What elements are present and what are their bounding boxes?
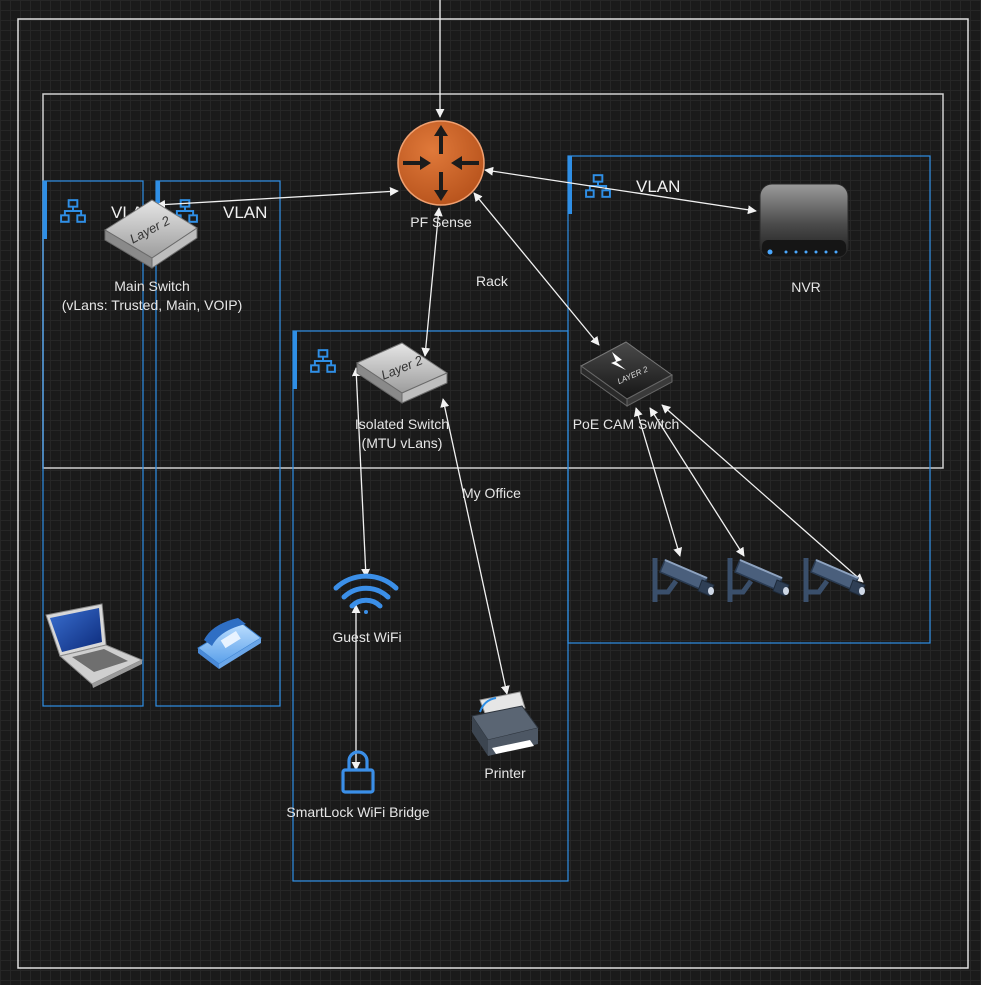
- nvr-label: NVR: [791, 279, 821, 295]
- poe-switch-label: PoE CAM Switch: [573, 416, 680, 432]
- router-icon: [397, 120, 485, 206]
- poe-cam-switch[interactable]: LAYER 2 PoE CAM Switch: [573, 341, 680, 432]
- connection-poe-camera-3: [661, 404, 864, 583]
- switch-icon: Layer 2: [104, 199, 198, 269]
- vlan-label: VLAN: [223, 203, 267, 222]
- isolated-switch-label: Isolated Switch: [355, 416, 449, 432]
- connection-pfsense-isolated-switch: [421, 207, 443, 357]
- printer-device[interactable]: Printer: [471, 691, 539, 781]
- lock-icon: [341, 750, 375, 794]
- main-switch[interactable]: Layer 2 Main Switch (vLans: Trusted, Mai…: [62, 199, 243, 313]
- connection-isolated-wifi: [351, 367, 371, 578]
- connection-pfsense-nvr: [484, 166, 757, 215]
- switch-icon: Layer 2: [355, 342, 449, 404]
- smartlock-bridge[interactable]: SmartLock WiFi Bridge: [286, 750, 430, 820]
- laptop-icon[interactable]: [45, 603, 144, 688]
- vlan-label: VLAN: [636, 177, 680, 196]
- printer-label: Printer: [484, 765, 526, 781]
- phone-icon[interactable]: [197, 618, 262, 669]
- isolated-switch-vlans: (MTU vLans): [362, 435, 443, 451]
- network-icon: [60, 199, 86, 223]
- connection-isolated-printer: [440, 398, 510, 695]
- main-switch-vlans: (vLans: Trusted, Main, VOIP): [62, 297, 243, 313]
- guest-wifi-label: Guest WiFi: [332, 629, 401, 645]
- rack-label: Rack: [476, 273, 509, 289]
- pfsense-label: PF Sense: [410, 214, 472, 230]
- smartlock-label: SmartLock WiFi Bridge: [286, 804, 429, 820]
- nvr-device[interactable]: NVR: [759, 183, 849, 295]
- nvr-icon: [759, 183, 849, 259]
- vlan-box-office: [292, 330, 569, 882]
- pfsense-router[interactable]: PF Sense: [397, 120, 485, 230]
- connections: [156, 0, 864, 771]
- main-switch-label: Main Switch: [114, 278, 189, 294]
- cctv-camera-icon[interactable]: [806, 558, 865, 602]
- cctv-camera-icon[interactable]: [730, 558, 789, 602]
- isolated-switch[interactable]: Layer 2 Isolated Switch (MTU vLans): [355, 342, 449, 451]
- poe-switch-icon: LAYER 2: [580, 341, 673, 407]
- connection-pfsense-poe-switch: [473, 192, 600, 346]
- guest-wifi[interactable]: Guest WiFi: [332, 573, 402, 645]
- printer-icon: [471, 691, 539, 756]
- outer-frame: [17, 18, 969, 969]
- cctv-camera-icon[interactable]: [655, 558, 714, 602]
- connection-pfsense-main-switch: [156, 186, 399, 210]
- wifi-icon: [333, 573, 399, 614]
- office-label: My Office: [462, 485, 521, 501]
- network-icon: [310, 349, 336, 373]
